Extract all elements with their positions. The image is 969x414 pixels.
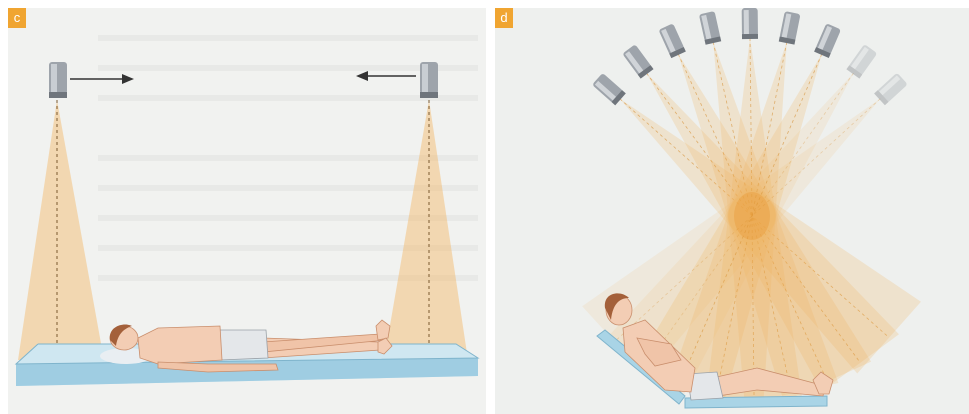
focal-point bbox=[734, 192, 770, 240]
camera-icon bbox=[814, 23, 841, 58]
panel-c: c bbox=[8, 8, 486, 414]
panel-d-illustration bbox=[495, 8, 969, 414]
camera-icon bbox=[846, 44, 877, 79]
arrow-left-icon bbox=[356, 71, 416, 81]
right-beam-cone bbox=[384, 100, 468, 360]
camera-icon bbox=[592, 73, 626, 106]
camera-icon bbox=[779, 11, 801, 45]
left-camera-icon bbox=[49, 62, 67, 98]
camera-icon bbox=[622, 44, 653, 78]
right-camera-icon bbox=[420, 62, 438, 98]
camera-icon bbox=[658, 23, 685, 58]
panel-divider bbox=[488, 0, 492, 414]
panel-c-illustration bbox=[8, 8, 486, 414]
arrow-right-icon bbox=[70, 74, 134, 84]
camera-icon bbox=[742, 8, 758, 39]
left-beam-cone bbox=[18, 100, 104, 360]
panel-d: d bbox=[495, 8, 969, 414]
camera-icon bbox=[874, 73, 908, 106]
camera-icon bbox=[699, 11, 721, 45]
